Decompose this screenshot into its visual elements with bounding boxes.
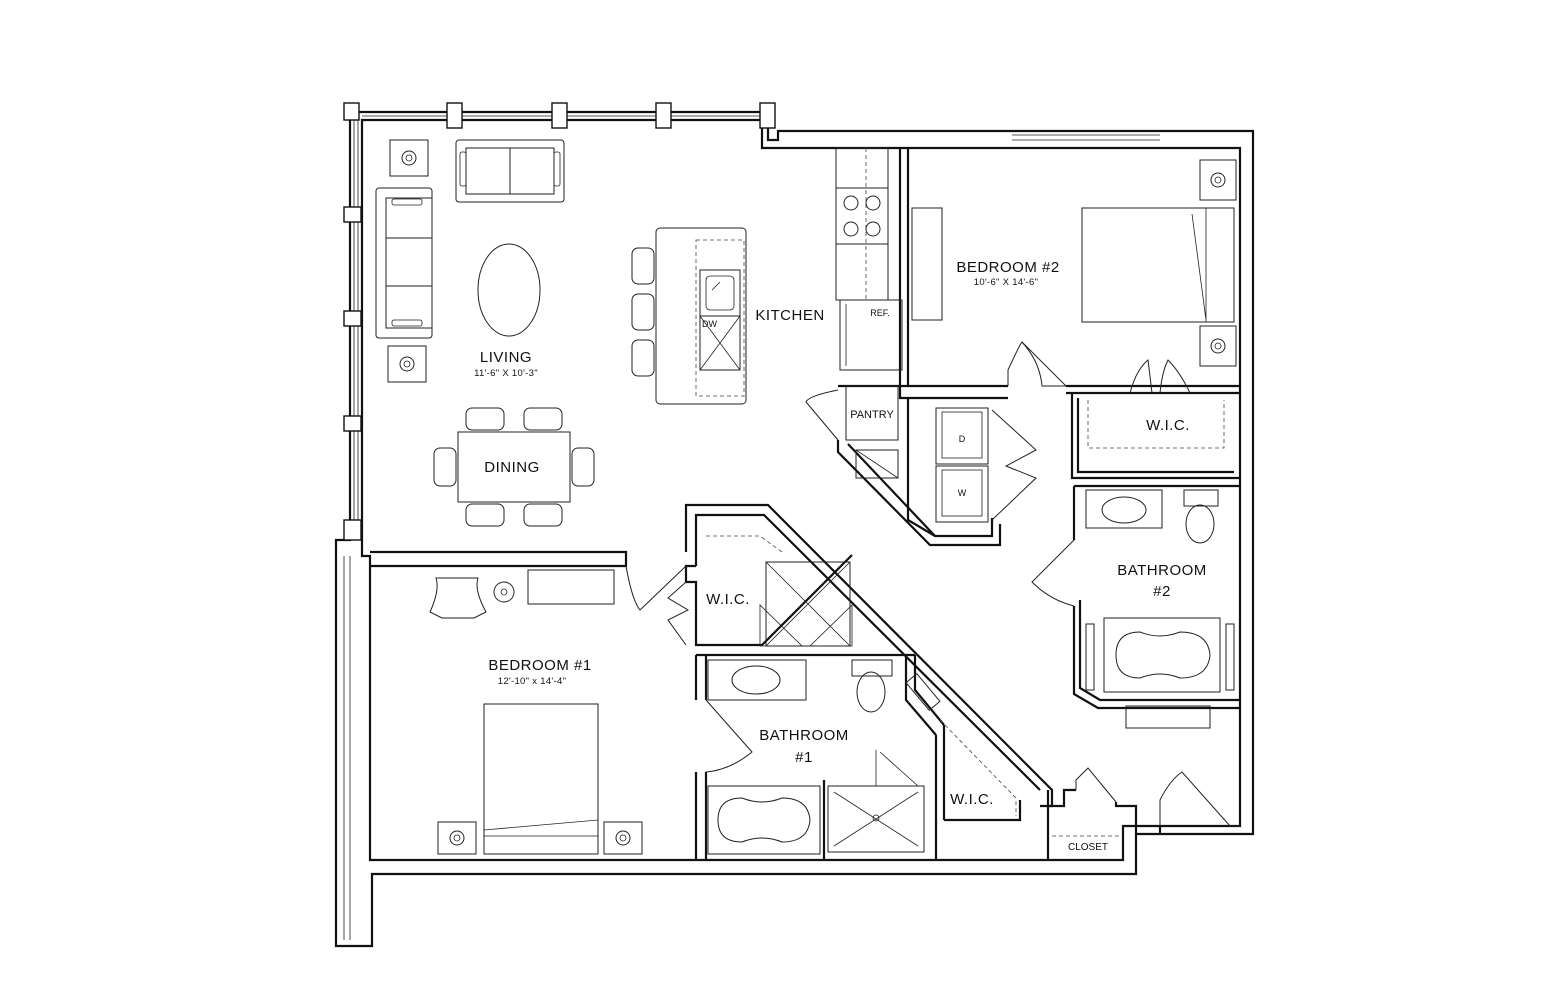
exterior-walls bbox=[334, 110, 1255, 948]
laundry-fixtures bbox=[935, 407, 989, 523]
pantry-label: PANTRY bbox=[850, 409, 894, 421]
refrigerator-label: REF. bbox=[870, 308, 890, 318]
closet-label: CLOSET bbox=[1068, 842, 1108, 853]
bedroom1-furniture bbox=[429, 569, 643, 855]
bathroom2-label: BATHROOM bbox=[1117, 562, 1207, 579]
bathroom2-fixtures bbox=[1085, 489, 1235, 729]
bedroom2-label: BEDROOM #2 bbox=[956, 259, 1059, 276]
kitchen-label: KITCHEN bbox=[755, 307, 824, 324]
kitchen-fixtures bbox=[631, 147, 903, 479]
dishwasher-label: DW bbox=[702, 319, 717, 329]
wic-bed1-label: W.I.C. bbox=[706, 591, 750, 608]
bedroom2-dimensions: 10'-6" X 14'-6" bbox=[974, 277, 1039, 288]
living-furniture bbox=[375, 139, 565, 383]
bathroom2-number: #2 bbox=[1153, 583, 1171, 600]
wic-bath1-label: W.I.C. bbox=[950, 791, 994, 808]
bathroom1-label: BATHROOM bbox=[759, 727, 849, 744]
bathroom1-fixtures bbox=[707, 659, 1017, 855]
bathroom1-number: #1 bbox=[795, 749, 813, 766]
living-dimensions: 11'-6" X 10'-3" bbox=[474, 368, 538, 379]
bedroom1-label: BEDROOM #1 bbox=[488, 657, 591, 674]
bedroom1-dimensions: 12'-10" x 14'-4" bbox=[498, 676, 567, 687]
room-labels: LIVING 11'-6" X 10'-3" DINING KITCHEN DW… bbox=[474, 259, 1207, 853]
dryer-label: D bbox=[959, 434, 966, 444]
living-label: LIVING bbox=[480, 349, 532, 366]
wic-bed1-fixtures bbox=[706, 535, 853, 647]
bedroom2-furniture bbox=[911, 159, 1237, 449]
dining-label: DINING bbox=[484, 459, 540, 476]
dining-furniture bbox=[433, 407, 595, 527]
window-mullions bbox=[343, 102, 776, 541]
wic-bed2-label: W.I.C. bbox=[1146, 417, 1190, 434]
washer-label: W bbox=[958, 488, 967, 498]
doors bbox=[625, 341, 1240, 827]
interior-walls bbox=[370, 148, 1240, 860]
